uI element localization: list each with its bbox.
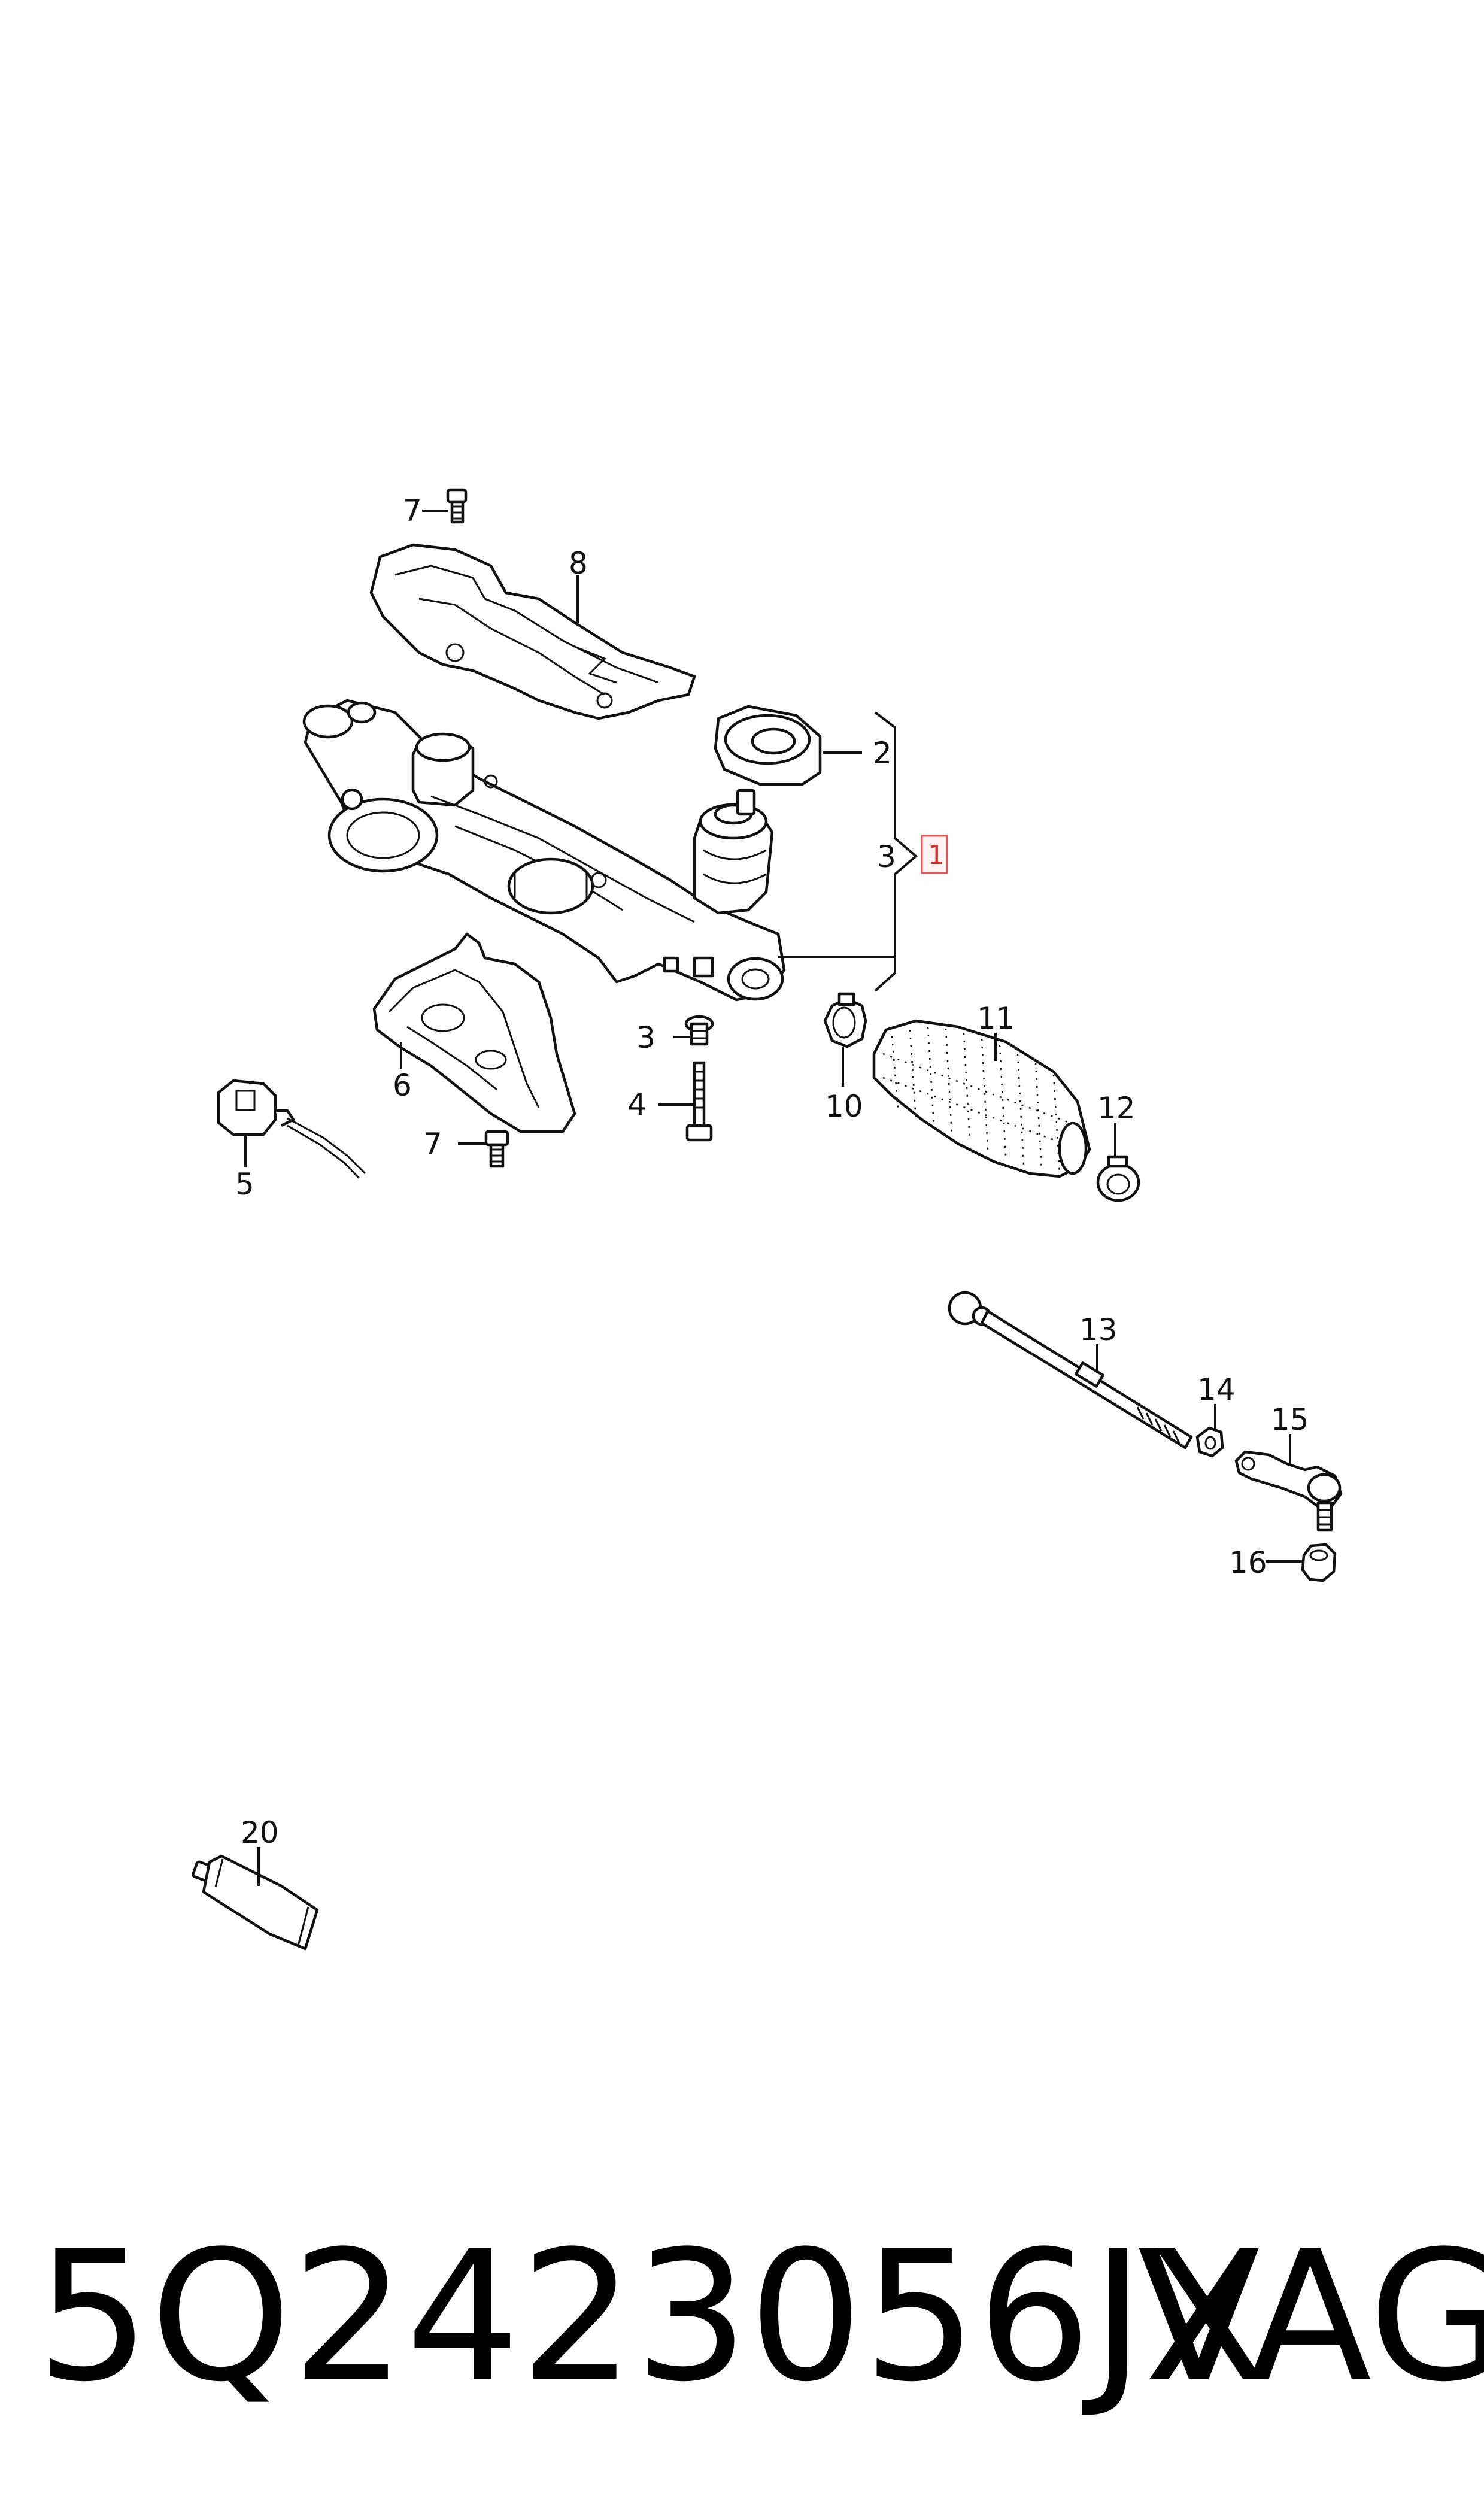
- bolt-bottom-part: [484, 1130, 509, 1168]
- steering-rack-part: [302, 699, 786, 1002]
- leader-lines: [244, 510, 1304, 1886]
- callout-4: 4: [627, 1087, 647, 1122]
- callout-7-bottom: 7: [423, 1127, 442, 1162]
- footer: 5Q2423056JX VAG: [0, 2209, 1484, 2425]
- callout-12: 12: [1097, 1091, 1136, 1126]
- callout-11: 11: [977, 1001, 1015, 1036]
- callout-16: 16: [1229, 1545, 1267, 1580]
- brand-name: VAG: [1137, 2212, 1484, 2421]
- callout-15: 15: [1271, 1402, 1309, 1437]
- callout-3-top: 3: [877, 839, 896, 874]
- bellows-boot-part: [872, 1019, 1091, 1178]
- callout-20: 20: [241, 1815, 279, 1850]
- callout-14: 14: [1197, 1372, 1236, 1407]
- callout-5: 5: [235, 1167, 254, 1202]
- callout-13: 13: [1079, 1312, 1118, 1347]
- callout-6: 6: [393, 1068, 412, 1103]
- nut-part: [1195, 1426, 1224, 1458]
- part-number: 5Q2423056JX: [36, 2212, 1268, 2421]
- tie-rod-end-part: [1234, 1450, 1343, 1532]
- callout-8: 8: [569, 546, 588, 581]
- sensor-part: [217, 1079, 366, 1179]
- callout-2: 2: [873, 736, 892, 771]
- callout-3-bolt: 3: [636, 1020, 655, 1055]
- grease-tube-part: [192, 1854, 319, 1951]
- callout-10: 10: [825, 1089, 863, 1124]
- callout-7-top: 7: [403, 493, 422, 528]
- bolt-short-part: [684, 1015, 714, 1046]
- nut-small-part: [1301, 1543, 1337, 1582]
- callout-1-highlight-box: [921, 835, 948, 874]
- heat-shield-upper-part: [369, 543, 696, 720]
- callout-1: 1: [928, 840, 945, 871]
- clamp-right-part: [1096, 1155, 1140, 1202]
- heat-shield-lower-part: [372, 932, 576, 1133]
- bolt-long-part: [685, 1061, 713, 1142]
- bolt-top-part: [446, 488, 468, 524]
- tie-rod-part: [948, 1291, 1193, 1449]
- rubber-mount-part: [714, 705, 822, 786]
- clamp-left-part: [823, 992, 867, 1048]
